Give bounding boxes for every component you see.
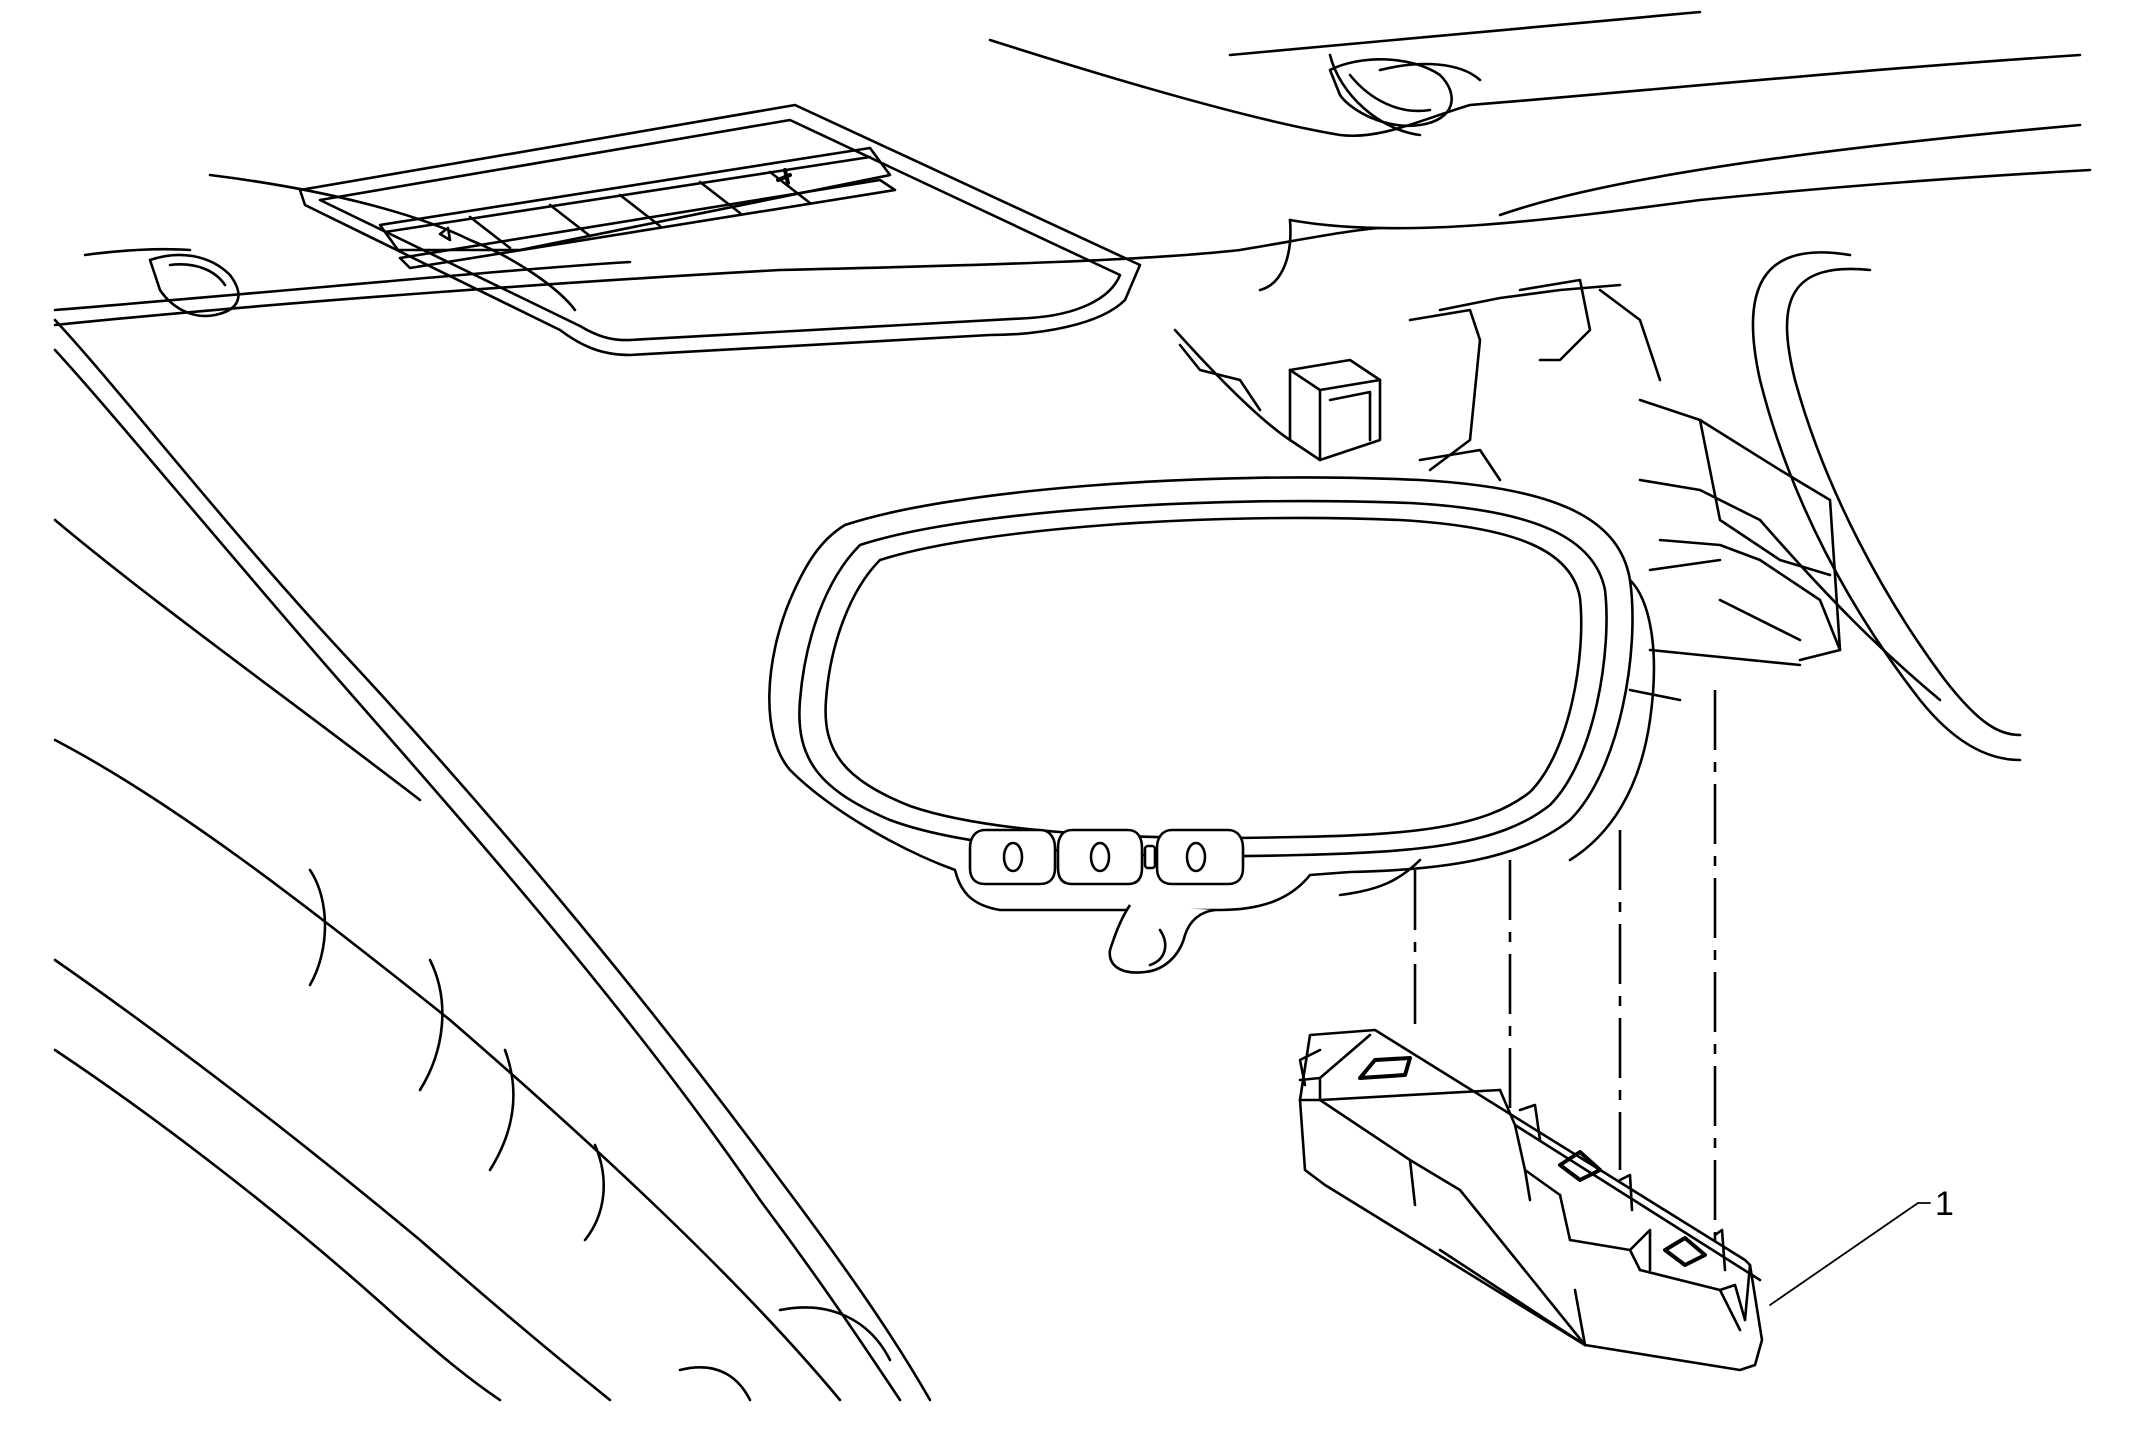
sun-visor-clip-left bbox=[83, 247, 240, 318]
windshield bbox=[53, 318, 932, 1402]
rearview-mirror bbox=[768, 476, 1656, 974]
module bbox=[1298, 1028, 1764, 1372]
mirror-mount-bracket bbox=[1173, 278, 1842, 702]
overhead-console bbox=[298, 103, 1142, 357]
callout-1: 1 bbox=[1769, 1185, 1954, 1306]
installation-guide-lines bbox=[1413, 690, 1717, 1260]
headliner bbox=[53, 10, 2092, 327]
a-pillar-trim bbox=[1751, 251, 2022, 762]
callout-1-label: 1 bbox=[1935, 1185, 1954, 1223]
sun-visor-clip-right bbox=[1328, 58, 1453, 128]
